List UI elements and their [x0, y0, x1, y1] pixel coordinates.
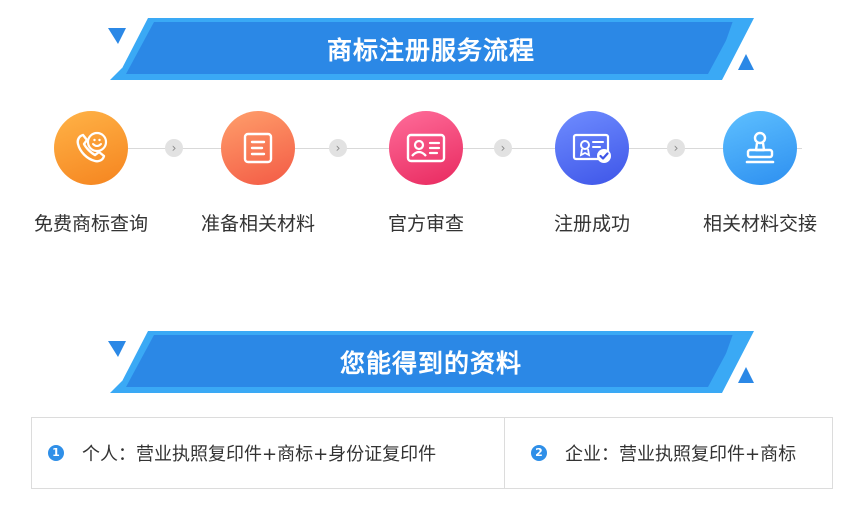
step-circle — [723, 111, 797, 185]
step-label: 相关材料交接 — [702, 213, 817, 235]
banner-shape-icon — [108, 331, 754, 393]
number-badge: 1 — [48, 445, 64, 461]
process-step-registration-success: 注册成功 — [517, 111, 667, 236]
doc-text: 个人：营业执照复印件+商标+身份证复印件 — [82, 444, 437, 465]
phone-support-icon — [76, 131, 108, 163]
process-banner-title: 商标注册服务流程 — [326, 36, 535, 65]
process-banner: 商标注册服务流程 — [108, 18, 754, 80]
document-list-icon — [243, 132, 273, 164]
process-step-trademark-search: 免费商标查询 — [16, 111, 166, 236]
step-label: 官方审查 — [387, 213, 464, 235]
doc-item-personal: 1 个人：营业执照复印件+商标+身份证复印件 — [32, 418, 505, 488]
step-circle — [555, 111, 629, 185]
step-circle — [389, 111, 463, 185]
docs-banner-title: 您能得到的资料 — [339, 349, 522, 378]
process-step-official-review: 官方审查 — [351, 111, 501, 236]
id-card-icon — [406, 133, 446, 163]
banner-shape-icon — [108, 18, 754, 80]
step-label: 注册成功 — [553, 213, 630, 235]
docs-banner: 您能得到的资料 — [108, 331, 754, 393]
chevron-right-icon: › — [165, 139, 183, 157]
chevron-right-icon: › — [329, 139, 347, 157]
chevron-right-icon: › — [494, 139, 512, 157]
docs-table: 1 个人：营业执照复印件+商标+身份证复印件 2 企业：营业执照复印件+商标 — [31, 417, 833, 489]
step-circle — [221, 111, 295, 185]
certificate-check-icon — [572, 133, 611, 163]
step-circle — [54, 111, 128, 185]
step-label: 免费商标查询 — [33, 213, 148, 235]
doc-item-enterprise: 2 企业：营业执照复印件+商标 — [505, 418, 832, 488]
process-step-prepare-materials: 准备相关材料 — [183, 111, 333, 236]
step-label: 准备相关材料 — [200, 213, 315, 235]
chevron-right-icon: › — [667, 139, 685, 157]
stamp-icon — [745, 131, 775, 164]
process-step-material-handover: 相关材料交接 — [685, 111, 835, 236]
doc-text: 企业：营业执照复印件+商标 — [565, 444, 797, 465]
number-badge: 2 — [531, 445, 547, 461]
